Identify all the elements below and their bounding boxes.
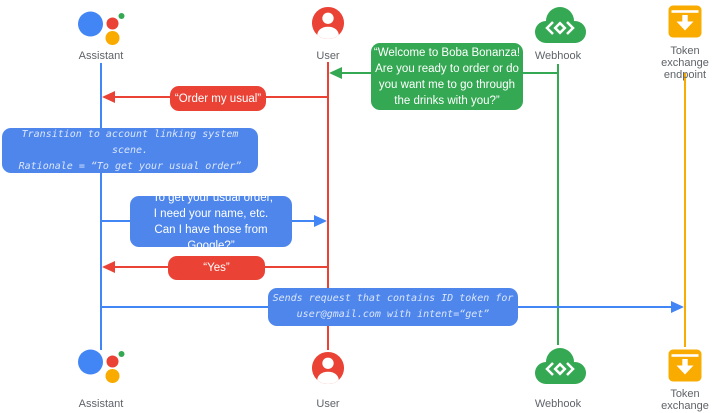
- token-endpoint-label: Token exchange endpoint: [661, 45, 709, 81]
- assistant-label: Assistant: [78, 398, 124, 410]
- token-endpoint-lifeline: [684, 73, 686, 347]
- ask-info-arrowhead: [314, 215, 327, 227]
- user-lifeline: [327, 62, 329, 350]
- inbox-download-icon: [668, 5, 702, 38]
- google-assistant-icon: [78, 349, 125, 383]
- yes-message-bubble: “Yes”: [168, 256, 265, 280]
- cloud-code-icon: [535, 348, 586, 384]
- ask-info-message-bubble: “To get your usual order, I need your na…: [130, 192, 292, 252]
- webhook-label: Webhook: [534, 398, 582, 410]
- send-request-note: Sends request that contains ID token for…: [268, 288, 518, 326]
- assistant-lifeline: [100, 63, 102, 350]
- cloud-code-icon: [535, 7, 586, 43]
- user-label: User: [316, 398, 340, 410]
- welcome-message-bubble: “Welcome to Boba Bonanza! Are you ready …: [371, 43, 523, 110]
- inbox-download-icon: [668, 349, 702, 382]
- assistant-label: Assistant: [78, 50, 124, 62]
- webhook-lifeline: [557, 64, 559, 345]
- token-endpoint-label: Token exchange endpoint: [661, 388, 709, 413]
- person-icon: [311, 6, 345, 40]
- google-assistant-icon: [78, 11, 125, 45]
- webhook-label: Webhook: [534, 50, 582, 62]
- person-icon: [311, 351, 345, 385]
- transition-note: Transition to account linking system sce…: [2, 128, 258, 173]
- welcome-arrowhead: [329, 67, 342, 79]
- order-usual-message-bubble: “Order my usual”: [170, 86, 266, 111]
- send-request-arrowhead: [671, 301, 684, 313]
- user-label: User: [316, 50, 340, 62]
- yes-arrowhead: [102, 261, 115, 273]
- order-usual-arrowhead: [102, 91, 115, 103]
